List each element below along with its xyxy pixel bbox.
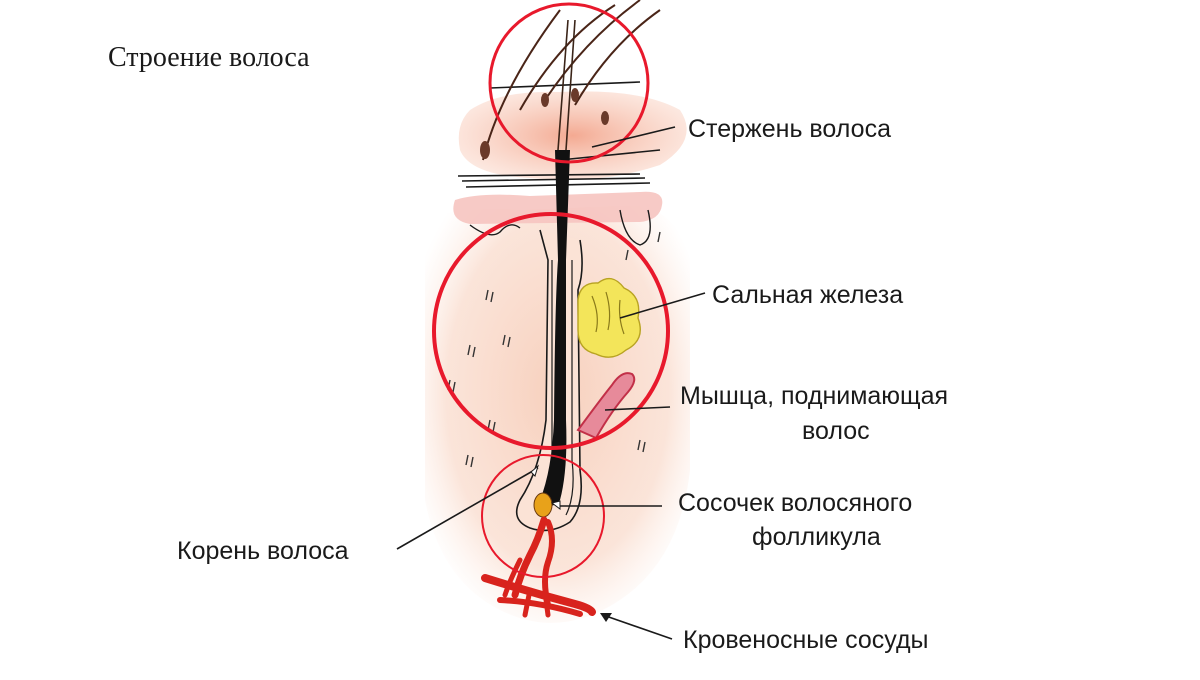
arrowhead-vessels [600,613,612,622]
pointer-shaft [591,126,676,148]
label-arrector-muscle-line2: волос [802,417,870,445]
label-hair-root: Корень волоса [177,537,349,565]
pointer-lines [396,126,706,640]
papilla-shape [533,492,553,518]
pointer-muscle [604,406,671,411]
highlight-circle-papilla [481,454,605,578]
highlight-circles [432,2,670,578]
arrowhead-papilla [550,500,561,510]
arrowhead-root [530,464,539,477]
dermis-contours [469,209,651,246]
label-sebaceous-gland: Сальная железа [712,281,904,309]
hair-bulbs [480,88,609,159]
blood-vessels [481,516,596,618]
label-arrector-muscle-line1: Мышца, поднимающая [680,382,949,410]
label-blood-vessels: Кровеносные сосуды [683,626,929,654]
label-papilla-line1: Сосочек волосяного [678,489,913,517]
arrowheads [530,464,612,622]
arrector-muscle-shape [576,372,636,440]
pointer-gland [619,292,706,319]
hair-shaft [540,150,570,506]
pointer-root [396,467,539,550]
highlight-circle-gland [432,212,670,450]
epidermis-top [458,91,687,180]
label-hair-shaft: Стержень волоса [688,115,891,143]
diagram-title: Строение волоса [108,42,310,73]
stratum-lines [457,81,661,188]
pointer-vessels [602,614,673,640]
hair-shaft-upper [557,19,576,151]
highlight-circle-shaft [488,2,650,164]
label-papilla-line2: фолликула [752,523,881,551]
